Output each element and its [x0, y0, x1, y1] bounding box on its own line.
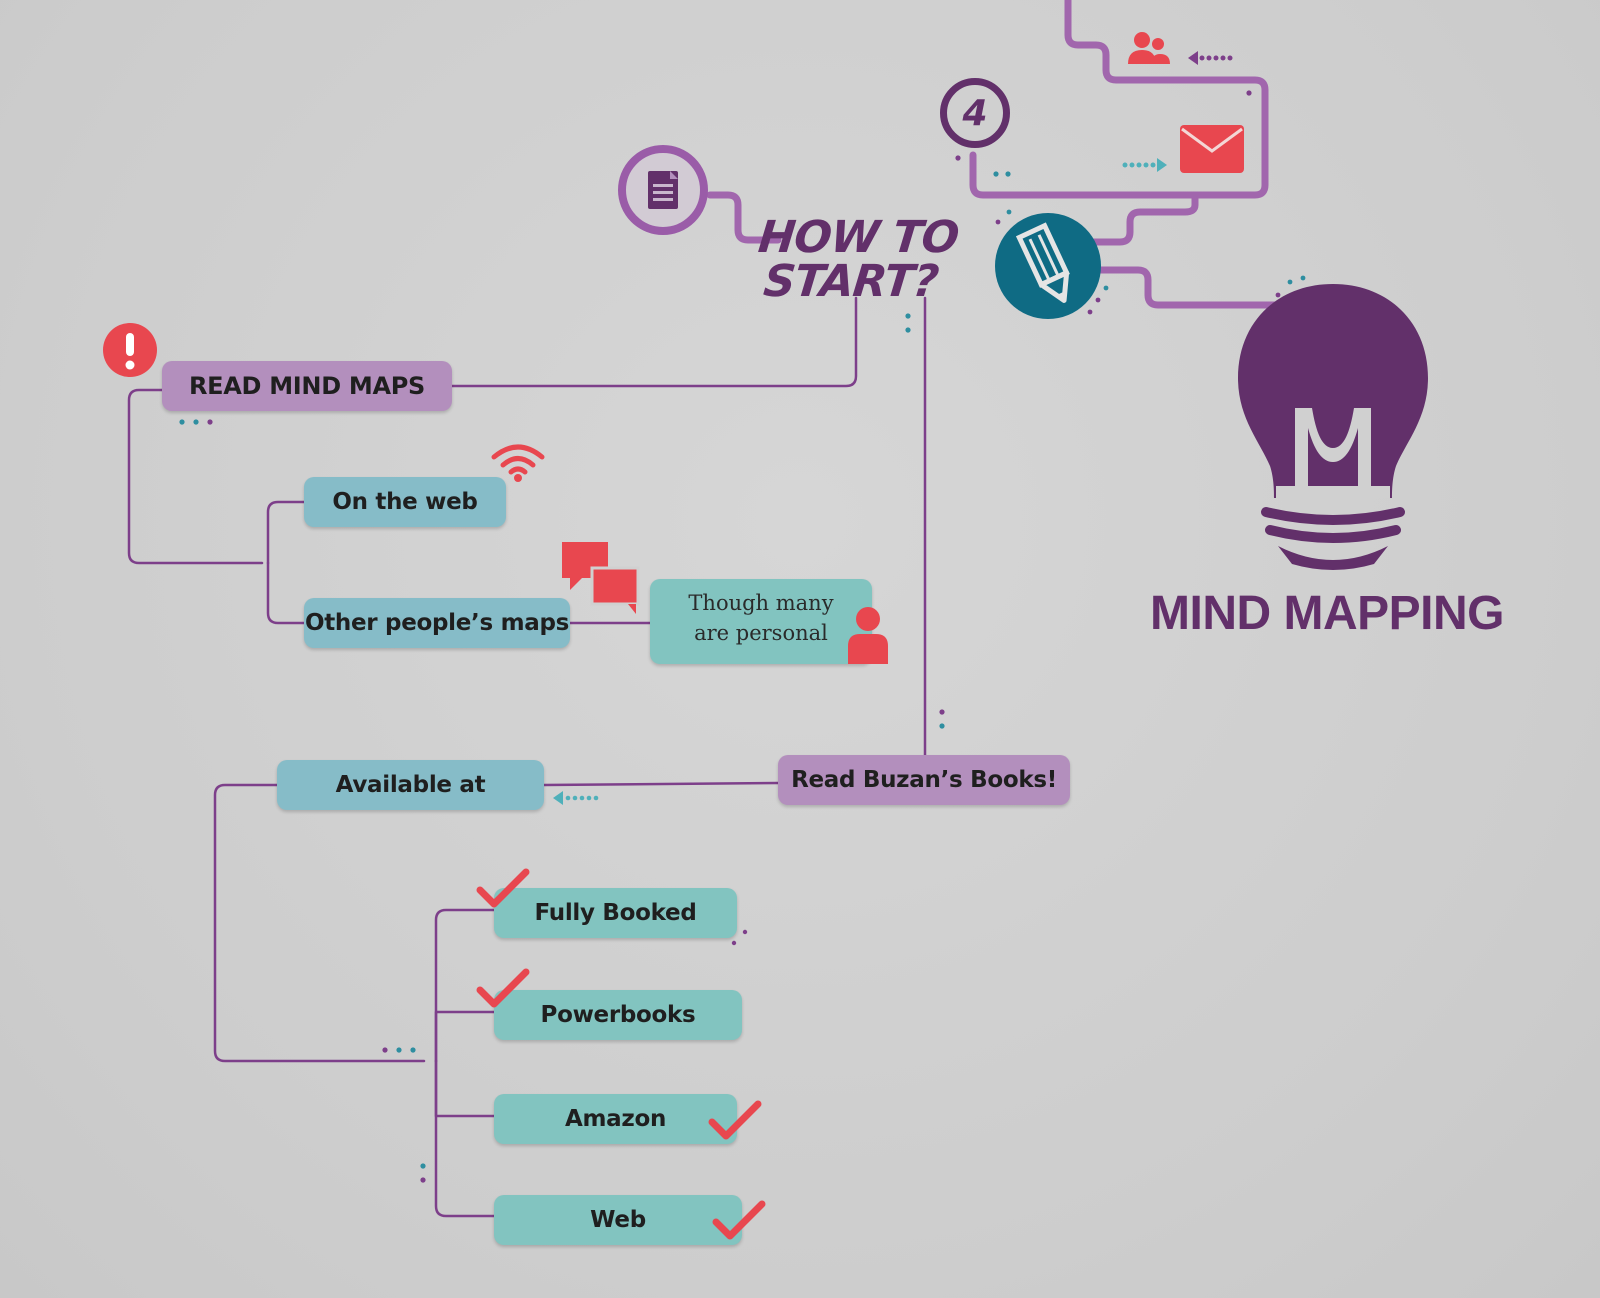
step-number-badge: 4 [940, 78, 1010, 148]
lightbulb-icon [1238, 284, 1428, 570]
exclamation-icon [103, 323, 157, 377]
node-store-amazon[interactable]: Amazon [494, 1094, 737, 1144]
note-line-2: are personal [694, 621, 828, 645]
arrow-right-icon [1122, 158, 1167, 172]
users-icon [1128, 32, 1170, 64]
step-number: 4 [962, 92, 988, 134]
decorative-dots [179, 90, 1306, 1183]
small-arrows [553, 51, 1233, 805]
node-read-buzans-books[interactable]: Read Buzan’s Books! [778, 755, 1070, 805]
document-icon [618, 145, 708, 235]
node-store-powerbooks[interactable]: Powerbooks [494, 990, 742, 1040]
wifi-icon [491, 444, 545, 482]
pencil-icon [995, 213, 1101, 319]
title-line-1: HOW TO [755, 212, 961, 263]
node-note[interactable]: Though many are personal [650, 579, 872, 664]
node-available-at[interactable]: Available at [277, 760, 544, 810]
top-path-lines [706, 0, 1280, 309]
arrow-left-icon [553, 791, 599, 805]
checkmark-icon [476, 868, 530, 908]
node-on-the-web[interactable]: On the web [304, 477, 506, 527]
arrow-left-icon [1188, 51, 1233, 65]
brand-name: MIND MAPPING [1150, 587, 1505, 640]
checkmark-icon [712, 1200, 766, 1240]
node-store-web[interactable]: Web [494, 1195, 742, 1245]
checkmark-icon [476, 968, 530, 1008]
title-line-2: START? [761, 256, 941, 307]
branch-lines [127, 296, 927, 1218]
page-title: HOW TO START? [751, 212, 961, 307]
node-store-fully-booked[interactable]: Fully Booked [494, 888, 737, 938]
checkmark-icon [708, 1100, 762, 1140]
person-icon [848, 607, 888, 664]
node-read-mind-maps[interactable]: READ MIND MAPS [162, 361, 452, 411]
envelope-icon [1180, 125, 1244, 173]
chat-bubbles-icon [562, 542, 640, 614]
node-other-peoples-maps[interactable]: Other people’s maps [304, 598, 570, 648]
note-line-1: Though many [688, 591, 834, 615]
